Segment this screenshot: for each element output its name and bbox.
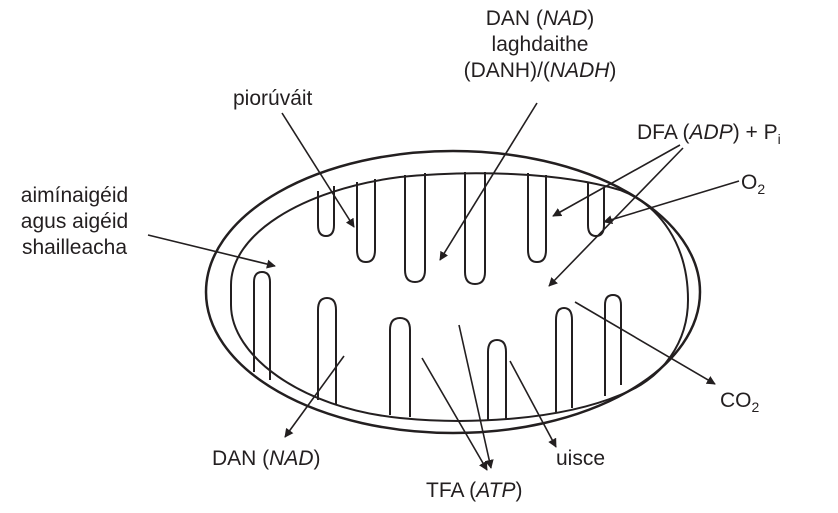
label-nad: DAN (NAD) <box>212 446 321 472</box>
crista <box>405 173 425 282</box>
label-water: uisce <box>556 446 605 472</box>
arrow-oxygen <box>604 181 739 222</box>
label-co2: CO2 <box>720 388 759 420</box>
arrow-co2 <box>575 302 715 384</box>
label-pyruvate: piorúváit <box>233 86 312 112</box>
label-atp: TFA (ATP) <box>426 478 522 504</box>
crista <box>528 173 546 262</box>
crista <box>605 295 621 396</box>
crista <box>556 308 572 412</box>
crista <box>357 179 375 262</box>
label-adp-pi: DFA (ADP) + Pi <box>637 120 781 152</box>
label-amino-fatty: aimínaigéid agus aigéid shailleacha <box>2 183 147 261</box>
label-oxygen: O2 <box>741 170 765 202</box>
crista <box>390 318 410 417</box>
crista <box>488 340 506 421</box>
arrow-water <box>510 361 556 447</box>
arrow-atp-1 <box>422 358 487 470</box>
arrow-atp-2 <box>459 325 491 468</box>
label-nad-reduced: DAN (NAD) laghdaithe (DANH)/(NADH) <box>430 6 650 84</box>
arrow-nadh <box>440 103 537 260</box>
crista <box>588 182 604 236</box>
crista <box>465 172 485 284</box>
